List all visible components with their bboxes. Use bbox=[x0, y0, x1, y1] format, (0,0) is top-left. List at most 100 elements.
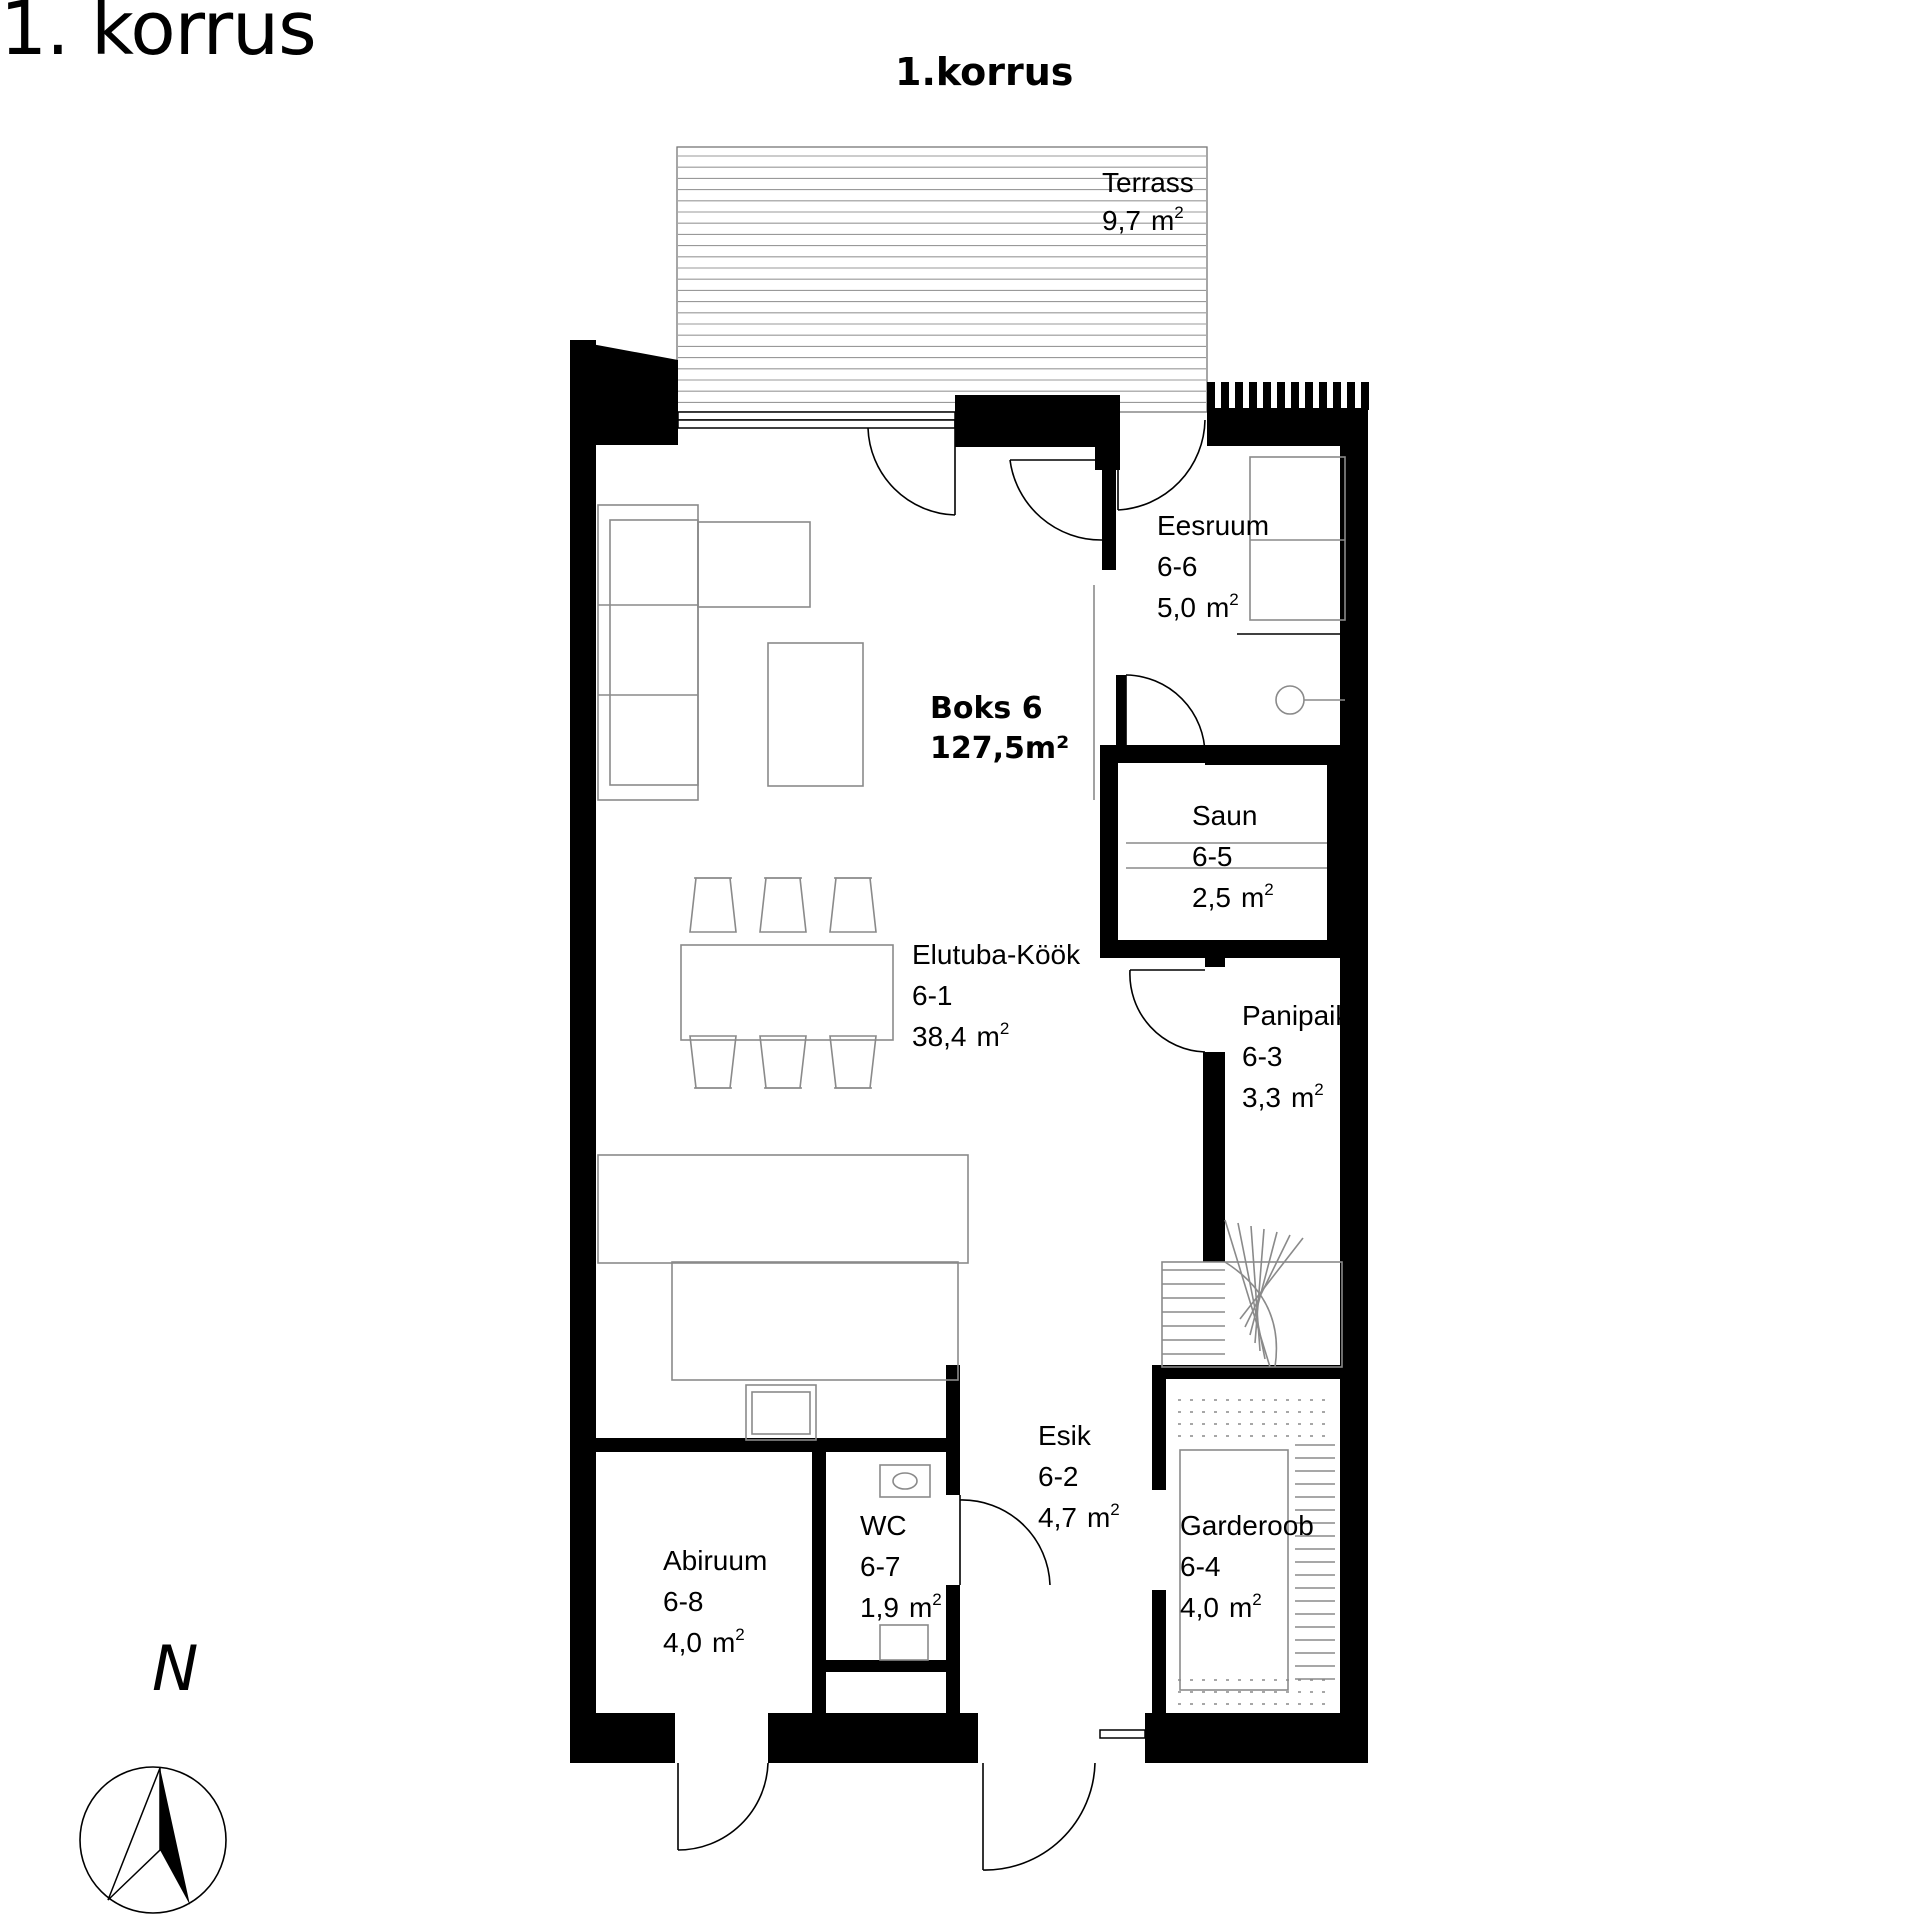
area-unit-exponent: 2 bbox=[1174, 203, 1183, 222]
room-name: Garderoob bbox=[1180, 1510, 1314, 1541]
unit-area: 127,5m² bbox=[930, 731, 1069, 766]
staircase bbox=[1161, 1261, 1343, 1368]
room-area: 2,5 m2 bbox=[1192, 880, 1274, 913]
room-name: Saun bbox=[1192, 800, 1257, 831]
room-code: 6-5 bbox=[1192, 841, 1232, 872]
area-unit-exponent: 2 bbox=[1314, 1080, 1323, 1099]
chair bbox=[759, 1035, 807, 1089]
room-area-value: 2,5 bbox=[1192, 882, 1231, 913]
room-area-value: 5,0 bbox=[1157, 592, 1196, 623]
room-area: 9,7 m2 bbox=[1102, 203, 1184, 236]
room-area-value: 4,0 bbox=[1180, 1592, 1219, 1623]
room-name: Esik bbox=[1038, 1420, 1092, 1451]
room-area-value: 9,7 bbox=[1102, 205, 1141, 236]
plan-title: 1.korrus bbox=[895, 50, 1074, 94]
page-title: 1. korrus bbox=[0, 0, 317, 72]
area-unit-exponent: 2 bbox=[735, 1625, 744, 1644]
room-code: 6-7 bbox=[860, 1551, 900, 1582]
north-arrow: N bbox=[79, 1632, 227, 1914]
room-label-wc: WC 6-7 1,9 m2 bbox=[860, 1510, 942, 1623]
wall-crenel bbox=[1305, 382, 1313, 410]
area-unit: m bbox=[1206, 592, 1229, 623]
room-code: 6-6 bbox=[1157, 551, 1197, 582]
area-unit: m bbox=[1291, 1082, 1314, 1113]
wall-crenel bbox=[1249, 382, 1257, 410]
area-unit-exponent: 2 bbox=[1000, 1019, 1009, 1038]
room-label-panipaik: Panipaik 6-3 3,3 m2 bbox=[1242, 1000, 1350, 1113]
wall-crenel bbox=[1361, 382, 1369, 410]
area-unit: m bbox=[712, 1627, 735, 1658]
area-unit: m bbox=[1151, 205, 1174, 236]
area-unit-exponent: 2 bbox=[1229, 590, 1238, 609]
north-arrow-left-icon bbox=[107, 1767, 161, 1901]
room-area: 4,7 m2 bbox=[1038, 1500, 1120, 1533]
area-unit-exponent: 2 bbox=[1264, 880, 1273, 899]
chair bbox=[689, 877, 737, 933]
chair bbox=[759, 877, 807, 933]
furniture bbox=[597, 456, 1346, 1705]
room-code: 6-8 bbox=[663, 1586, 703, 1617]
area-unit: m bbox=[909, 1592, 932, 1623]
chair bbox=[689, 1035, 737, 1089]
area-unit: m bbox=[1087, 1502, 1110, 1533]
stair-tread bbox=[1249, 1231, 1278, 1336]
north-label: N bbox=[152, 1632, 198, 1705]
room-area-value: 4,0 bbox=[663, 1627, 702, 1658]
room-label-esik: Esik 6-2 4,7 m2 bbox=[1038, 1420, 1120, 1533]
room-name: Elutuba-Köök bbox=[912, 939, 1081, 970]
area-unit-exponent: 2 bbox=[1252, 1590, 1261, 1609]
area-unit: m bbox=[1241, 882, 1264, 913]
area-unit-exponent: 2 bbox=[1110, 1500, 1119, 1519]
wall-crenel bbox=[1221, 382, 1229, 410]
wall-crenel bbox=[1235, 382, 1243, 410]
room-area-value: 4,7 bbox=[1038, 1502, 1077, 1533]
room-code: 6-1 bbox=[912, 980, 952, 1011]
room-area: 1,9 m2 bbox=[860, 1590, 942, 1623]
wall-crenel bbox=[1291, 382, 1299, 410]
room-area: 3,3 m2 bbox=[1242, 1080, 1324, 1113]
stair-curve bbox=[1224, 1261, 1278, 1368]
terrace-deck bbox=[676, 146, 1208, 413]
room-name: WC bbox=[860, 1510, 907, 1541]
room-area: 4,0 m2 bbox=[663, 1625, 745, 1658]
windows bbox=[677, 411, 1146, 1739]
room-label-eesruum: Eesruum 6-6 5,0 m2 bbox=[1157, 510, 1269, 623]
room-name: Eesruum bbox=[1157, 510, 1269, 541]
room-area: 5,0 m2 bbox=[1157, 590, 1239, 623]
room-label-terrass: Terrass 9,7 m2 bbox=[1102, 167, 1194, 236]
area-unit: m bbox=[977, 1021, 1000, 1052]
room-code: 6-4 bbox=[1180, 1551, 1220, 1582]
room-label-garderoob: Garderoob 6-4 4,0 m2 bbox=[1180, 1510, 1314, 1623]
room-label-elutuba: Elutuba-Köök 6-1 38,4 m2 bbox=[912, 939, 1081, 1052]
wall-crenel bbox=[1207, 382, 1215, 410]
room-name: Terrass bbox=[1102, 167, 1194, 198]
wall-crenel bbox=[1277, 382, 1285, 410]
room-area-value: 3,3 bbox=[1242, 1082, 1281, 1113]
room-area-value: 1,9 bbox=[860, 1592, 899, 1623]
chair bbox=[829, 1035, 877, 1089]
room-area: 4,0 m2 bbox=[1180, 1590, 1262, 1623]
area-unit: m bbox=[1229, 1592, 1252, 1623]
stair-tread bbox=[1254, 1228, 1265, 1344]
room-area-value: 38,4 bbox=[912, 1021, 967, 1052]
stair-tread bbox=[1250, 1225, 1261, 1352]
north-arrow-right-icon bbox=[160, 1768, 190, 1905]
doors bbox=[677, 418, 1206, 1871]
room-name: Panipaik bbox=[1242, 1000, 1350, 1031]
area-unit-exponent: 2 bbox=[932, 1590, 941, 1609]
chair bbox=[829, 877, 877, 933]
stair-tread bbox=[1237, 1222, 1266, 1360]
room-name: Abiruum bbox=[663, 1545, 767, 1576]
wall-crenel bbox=[1333, 382, 1341, 410]
room-code: 6-2 bbox=[1038, 1461, 1078, 1492]
stair-tread bbox=[1244, 1234, 1291, 1328]
stair-tread bbox=[1239, 1237, 1304, 1320]
room-label-saun: Saun 6-5 2,5 m2 bbox=[1192, 800, 1274, 913]
unit-label: Boks 6 bbox=[930, 691, 1043, 726]
wall-crenel bbox=[1263, 382, 1271, 410]
room-area: 38,4 m2 bbox=[912, 1019, 1009, 1052]
room-code: 6-3 bbox=[1242, 1041, 1282, 1072]
wall-crenel bbox=[1347, 382, 1355, 410]
